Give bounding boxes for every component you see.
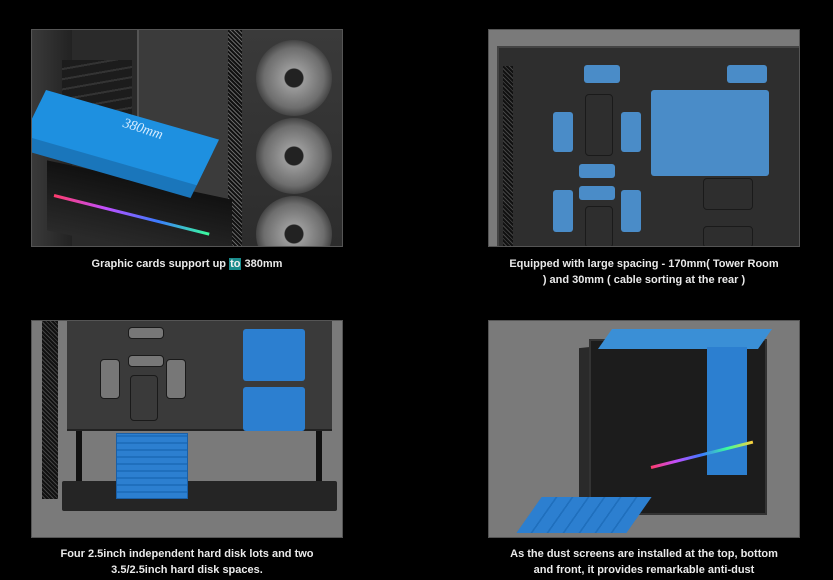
- tray-cutout: [128, 327, 164, 339]
- tray-cutout: [130, 375, 158, 421]
- ssd-tray-highlight: [243, 387, 305, 431]
- hdd-cage-highlight: [116, 433, 188, 499]
- tray-cutout: [585, 94, 613, 156]
- frame-rail: [316, 431, 322, 486]
- caption-line: and front, it provides remarkable anti-d…: [533, 564, 755, 576]
- tray-cutout: [703, 226, 753, 246]
- front-mesh: [228, 30, 242, 246]
- ssd-highlight: [621, 112, 641, 152]
- tray-cutout: [166, 359, 186, 399]
- ssd-highlight: [579, 164, 615, 178]
- bottom-dust-filter: [516, 497, 652, 533]
- feature-image-gpu-length: 380mm: [31, 29, 343, 247]
- feature-caption-hdd: Four 2.5inch independent hard disk lots …: [7, 546, 367, 578]
- front-panel: [242, 30, 342, 246]
- caption-text: 380mm: [241, 258, 283, 270]
- tray-cutout: [128, 355, 164, 367]
- tray-cutout: [703, 178, 753, 210]
- cable-area-highlight: [727, 65, 767, 83]
- psu-floor: [62, 481, 337, 511]
- feature-image-hdd-bays: [31, 320, 343, 538]
- cable-area-highlight: [584, 65, 620, 83]
- ssd-tray-highlight: [243, 329, 305, 381]
- caption-line: Equipped with large spacing - 170mm( Tow…: [509, 258, 779, 270]
- ssd-highlight: [553, 190, 573, 232]
- ssd-highlight: [553, 112, 573, 152]
- tray-cutout: [585, 206, 613, 246]
- caption-line: 3.5/2.5inch hard disk spaces.: [111, 564, 263, 576]
- feature-image-cable-spacing: [488, 29, 800, 247]
- side-mesh: [42, 321, 58, 499]
- caption-highlight: to: [229, 258, 242, 270]
- caption-line: ) and 30mm ( cable sorting at the rear ): [542, 274, 746, 286]
- top-dust-filter: [597, 329, 773, 349]
- fan-icon: [256, 40, 332, 116]
- fan-icon: [256, 196, 332, 246]
- side-mesh: [503, 66, 513, 246]
- cpu-cutout-highlight: [651, 90, 769, 176]
- feature-caption-spacing: Equipped with large spacing - 170mm( Tow…: [464, 256, 824, 288]
- caption-line: Four 2.5inch independent hard disk lots …: [60, 548, 314, 560]
- ssd-highlight: [579, 186, 615, 200]
- front-dust-filter: [707, 347, 747, 475]
- feature-caption-dust: As the dust screens are installed at the…: [464, 546, 824, 578]
- frame-rail: [76, 431, 82, 486]
- caption-line: As the dust screens are installed at the…: [510, 548, 778, 560]
- feature-caption-gpu: Graphic cards support up to 380mm: [7, 256, 367, 272]
- caption-text: Graphic cards support up: [91, 258, 230, 270]
- ssd-highlight: [621, 190, 641, 232]
- feature-image-dust-filters: [488, 320, 800, 538]
- fan-icon: [256, 118, 332, 194]
- tray-cutout: [100, 359, 120, 399]
